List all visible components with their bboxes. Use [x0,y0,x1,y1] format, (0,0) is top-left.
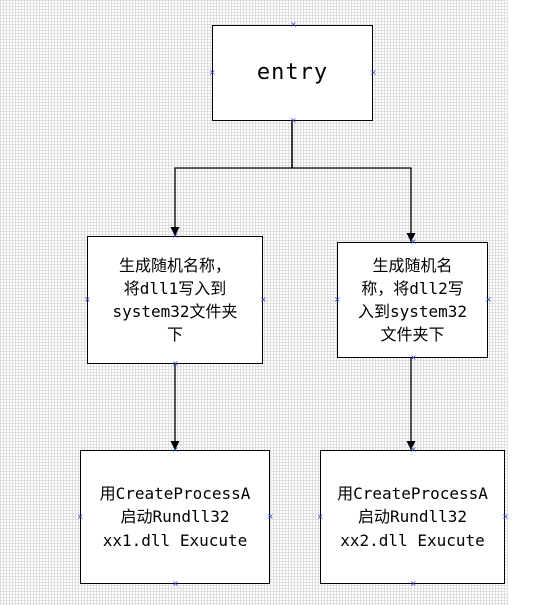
connection-point-run-left-right[interactable] [267,514,273,520]
create-process-right-label: 用CreateProcessA 启动Rundll32 xx2.dll Exucu… [337,484,488,550]
entry-node-label: entry [256,60,329,86]
connection-point-run-left-top[interactable] [172,447,178,453]
connection-point-entry-right[interactable] [370,70,376,76]
generate-name-left-node[interactable]: 生成随机名称， 将dll1写入到 system32文件夹 下 [87,236,263,364]
connection-point-gen-left-left[interactable] [84,297,90,303]
create-process-right-node[interactable]: 用CreateProcessA 启动Rundll32 xx2.dll Exucu… [320,450,505,584]
connector-arrow-entry-to-gen-left [170,121,293,236]
connection-point-gen-left-top[interactable] [172,233,178,239]
connection-point-gen-right-right[interactable] [485,297,491,303]
connection-point-run-left-left[interactable] [77,514,83,520]
canvas-margin [508,0,552,605]
connection-point-gen-right-top[interactable] [410,239,416,245]
connection-point-run-left-bottom[interactable] [172,581,178,587]
create-process-left-node[interactable]: 用CreateProcessA 启动Rundll32 xx1.dll Exucu… [80,450,270,584]
connection-point-run-right-right[interactable] [502,514,508,520]
connection-point-gen-right-left[interactable] [334,297,340,303]
connection-point-run-right-bottom[interactable] [410,581,416,587]
generate-name-right-node[interactable]: 生成随机名 称，将dll2写 入到system32 文件夹下 [337,242,488,358]
generate-name-right-label: 生成随机名 称，将dll2写 入到system32 文件夹下 [357,255,468,345]
connection-point-gen-left-right[interactable] [260,297,266,303]
connection-point-entry-top[interactable] [290,22,296,28]
connection-point-entry-left[interactable] [209,70,215,76]
connection-point-gen-right-bottom[interactable] [410,355,416,361]
entry-node[interactable]: entry [212,25,373,121]
connection-point-gen-left-bottom[interactable] [172,361,178,367]
connection-point-run-right-left[interactable] [317,514,323,520]
connection-point-run-right-top[interactable] [410,447,416,453]
connector-arrow-entry-to-gen-right [291,121,416,242]
create-process-left-label: 用CreateProcessA 启动Rundll32 xx1.dll Exucu… [99,484,251,550]
edges-group [170,121,416,450]
connection-point-entry-bottom[interactable] [290,118,296,124]
generate-name-left-label: 生成随机名称， 将dll1写入到 system32文件夹 下 [112,255,238,345]
